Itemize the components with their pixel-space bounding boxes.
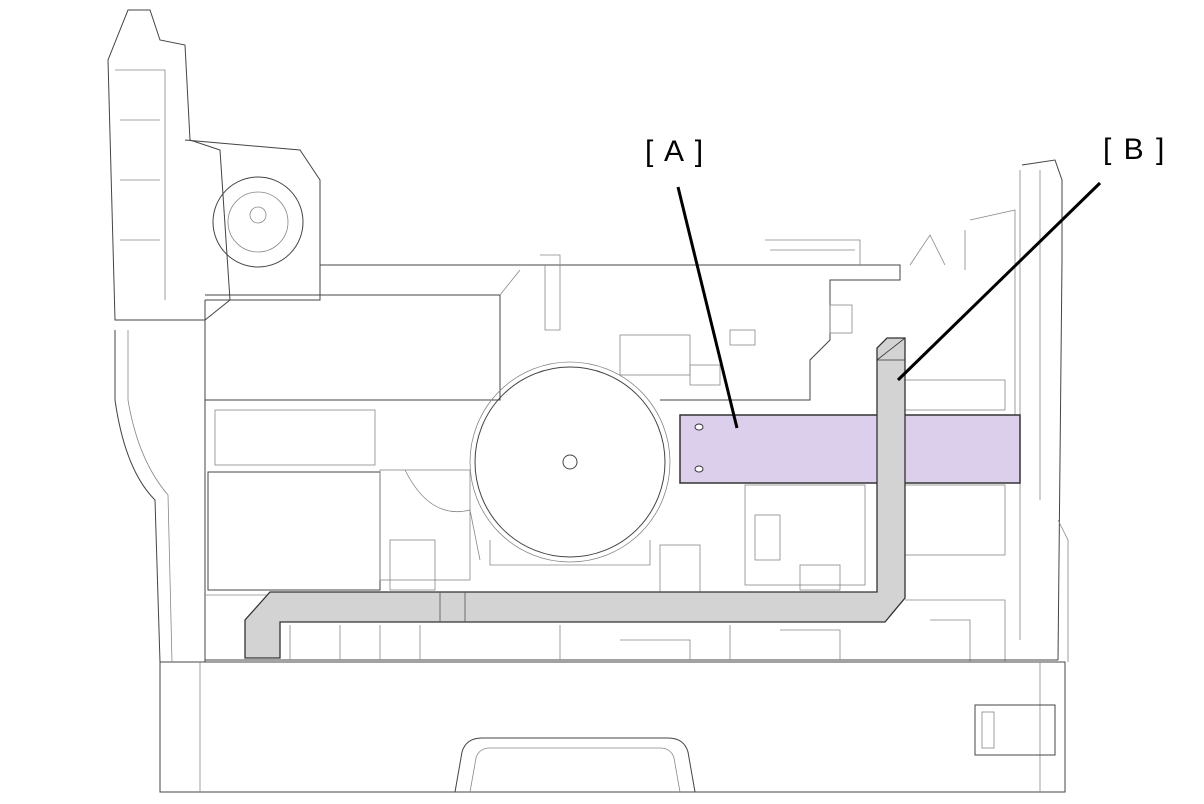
leader-line-a (676, 186, 739, 429)
right-components (659, 379, 1006, 662)
main-frame (205, 234, 946, 401)
callout-label-b: [ B ] (1103, 133, 1167, 166)
main-gear (469, 361, 671, 566)
part-a-bracket (679, 414, 1021, 484)
left-boards (207, 409, 481, 591)
callout-label-a: [ A ] (645, 135, 706, 168)
left-cover-assembly (107, 9, 321, 321)
leader-line-b (896, 181, 1102, 382)
right-side-panel (964, 159, 1069, 662)
paper-tray (159, 661, 1066, 793)
left-frame (114, 300, 206, 663)
part-b-flat-cable (244, 337, 906, 659)
